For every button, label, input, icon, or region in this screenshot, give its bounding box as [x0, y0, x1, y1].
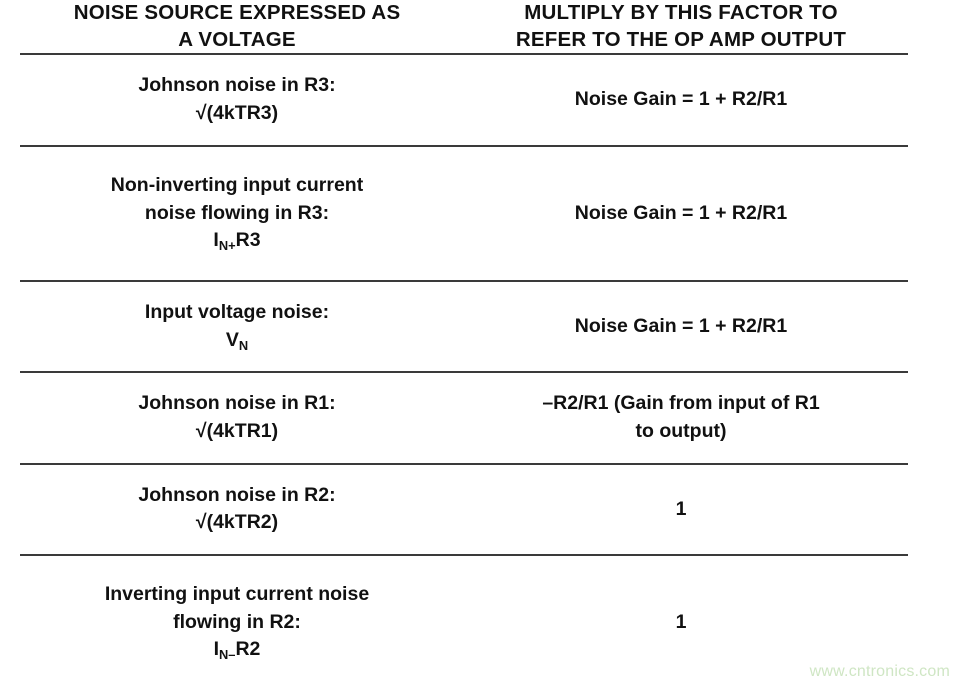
symbol-base-6: I [213, 638, 220, 661]
noise-source-cell-5: Johnson noise in R2: √(4kTR2) [20, 463, 454, 557]
noise-source-2-line-1: Non-inverting input current [110, 173, 364, 196]
column-header-noise-source-line-1: NOISE SOURCE EXPRESSED AS [73, 1, 401, 24]
column-header-multiply-factor-line-2: REFER TO THE OP AMP OUTPUT [515, 27, 847, 51]
noise-source-1-line-1: Johnson noise in R3: [138, 74, 336, 97]
factor-5-line-1: 1 [675, 497, 687, 520]
table-row: Johnson noise in R2: √(4kTR2) 1 [20, 463, 908, 557]
table-header: NOISE SOURCE EXPRESSED AS A VOLTAGE MULT… [20, 0, 908, 56]
noise-source-3-symbol: VN [20, 327, 454, 355]
factor-cell-3: Noise Gain = 1 + R2/R1 [454, 281, 908, 374]
symbol-tail-6: R2 [235, 638, 261, 661]
factor-4-line-2: to output) [635, 420, 727, 443]
symbol-subscript-6: N– [219, 647, 236, 663]
noise-source-6-line-2: flowing in R2: [173, 610, 301, 633]
noise-source-6-line-1: Inverting input current noise [104, 583, 370, 606]
noise-source-cell-1: Johnson noise in R3: √(4kTR3) [20, 54, 454, 147]
symbol-subscript-2: N+ [218, 238, 236, 254]
noise-source-cell-4: Johnson noise in R1: √(4kTR1) [20, 372, 454, 465]
noise-source-5-line-2: √(4kTR2) [195, 511, 279, 534]
noise-source-cell-6: Inverting input current noise flowing in… [20, 555, 454, 689]
factor-4-line-1: –R2/R1 (Gain from input of R1 [542, 392, 820, 415]
factor-cell-4: –R2/R1 (Gain from input of R1 to output) [454, 372, 908, 465]
noise-source-2-line-2: noise flowing in R3: [144, 201, 330, 224]
noise-source-2-symbol: IN+R3 [20, 227, 454, 255]
factor-6-line-1: 1 [675, 610, 687, 633]
column-header-noise-source: NOISE SOURCE EXPRESSED AS A VOLTAGE [20, 0, 454, 56]
noise-source-cell-2: Non-inverting input current noise flowin… [20, 145, 454, 283]
column-header-noise-source-line-2: A VOLTAGE [178, 27, 296, 51]
table-row: Input voltage noise: VN Noise Gain = 1 +… [20, 281, 908, 374]
factor-1-line-1: Noise Gain = 1 + R2/R1 [574, 88, 788, 111]
factor-3-line-1: Noise Gain = 1 + R2/R1 [574, 314, 788, 337]
noise-source-1-line-2: √(4kTR3) [195, 101, 279, 124]
noise-source-4-line-1: Johnson noise in R1: [138, 392, 336, 415]
table-row: Inverting input current noise flowing in… [20, 555, 908, 689]
table-body: Johnson noise in R3: √(4kTR3) Noise Gain… [20, 54, 908, 689]
noise-source-4-line-2: √(4kTR1) [195, 420, 279, 443]
table-row: Johnson noise in R1: √(4kTR1) –R2/R1 (Ga… [20, 372, 908, 465]
symbol-base-3: V [225, 328, 239, 351]
factor-cell-2: Noise Gain = 1 + R2/R1 [454, 145, 908, 283]
noise-source-3-line-1: Input voltage noise: [144, 301, 330, 324]
symbol-tail-2: R3 [235, 229, 261, 252]
factor-cell-5: 1 [454, 463, 908, 557]
table-row: Non-inverting input current noise flowin… [20, 145, 908, 283]
noise-source-cell-3: Input voltage noise: VN [20, 281, 454, 374]
table-row: Johnson noise in R3: √(4kTR3) Noise Gain… [20, 54, 908, 147]
noise-source-5-line-1: Johnson noise in R2: [138, 483, 336, 506]
column-header-multiply-factor: MULTIPLY BY THIS FACTOR TO REFER TO THE … [454, 0, 908, 56]
noise-source-6-symbol: IN–R2 [20, 636, 454, 664]
header-row: NOISE SOURCE EXPRESSED AS A VOLTAGE MULT… [20, 0, 908, 56]
factor-2-line-1: Noise Gain = 1 + R2/R1 [574, 201, 788, 224]
symbol-subscript-3: N [238, 337, 249, 353]
column-header-multiply-factor-line-1: MULTIPLY BY THIS FACTOR TO [524, 1, 838, 24]
symbol-base-2: I [213, 229, 219, 252]
factor-cell-1: Noise Gain = 1 + R2/R1 [454, 54, 908, 147]
factor-cell-6: 1 [454, 555, 908, 689]
noise-sources-table: NOISE SOURCE EXPRESSED AS A VOLTAGE MULT… [20, 0, 908, 689]
